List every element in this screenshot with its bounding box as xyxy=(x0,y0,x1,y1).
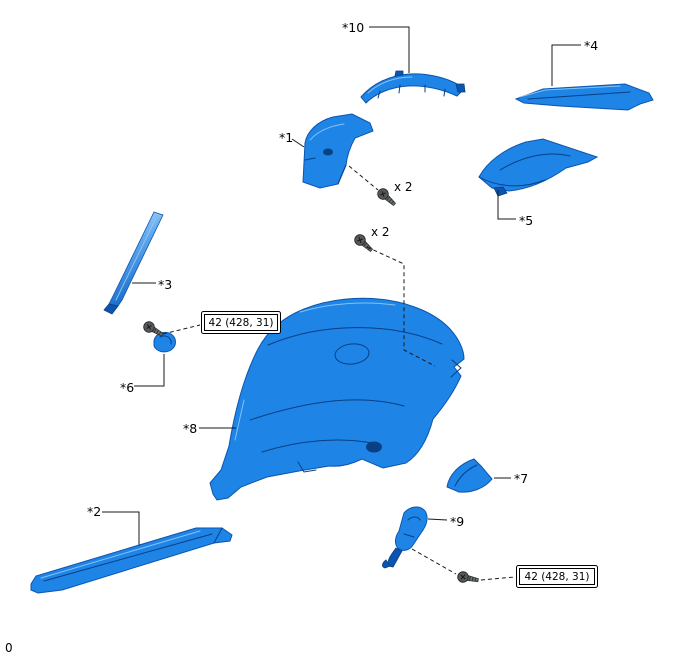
part-10-detail xyxy=(377,84,446,99)
callout-6: *6 xyxy=(120,380,134,395)
torque-box-inner xyxy=(204,314,278,331)
dashed-screw-1 xyxy=(348,165,379,191)
leader-6 xyxy=(134,354,165,387)
part-8-crease-top xyxy=(267,327,443,346)
leader-9 xyxy=(427,518,448,521)
part-9 xyxy=(382,506,428,569)
part-4-detail xyxy=(527,91,631,100)
part-8-highlight xyxy=(234,302,396,441)
part-1-highlight xyxy=(309,123,345,141)
part-6 xyxy=(153,331,176,353)
leader-lines xyxy=(102,26,581,545)
part-2-detail xyxy=(43,527,223,582)
dashed-screw-3 xyxy=(162,324,201,335)
part-2 xyxy=(30,527,233,594)
part-3 xyxy=(103,211,164,315)
part-8-oval xyxy=(334,343,370,365)
callout-4: *4 xyxy=(584,38,598,53)
part-9-slot xyxy=(403,516,421,538)
dashed-screw-4b xyxy=(480,576,516,581)
part-5-detail xyxy=(478,153,571,187)
part-1 xyxy=(302,113,374,189)
dashed-screw-4a xyxy=(411,548,457,575)
part-4-highlight xyxy=(519,85,621,98)
callout-10: *10 xyxy=(342,20,364,35)
part-8-crease-low xyxy=(261,439,373,453)
callout-7: *7 xyxy=(514,471,528,486)
part-10-shape xyxy=(360,73,465,104)
part-9-strap xyxy=(387,547,403,568)
callout-labels: *1 *2 *3 *4 *5 *6 *7 *8 *9 *10 xyxy=(87,20,598,529)
part-7-shape xyxy=(446,458,493,493)
part-9-shape xyxy=(395,506,428,551)
leader-10 xyxy=(369,26,410,73)
part-5 xyxy=(478,138,599,197)
leader-1 xyxy=(291,138,305,148)
part-5-clip xyxy=(493,186,508,197)
part-4-shape xyxy=(514,83,654,111)
part-8-tab xyxy=(297,461,317,473)
callout-5: *5 xyxy=(519,213,533,228)
torque-value: 42 (428, 31) xyxy=(209,317,274,329)
part-10-tab xyxy=(394,70,466,93)
part-10-highlight xyxy=(367,76,413,94)
leader-2 xyxy=(102,511,140,545)
part-5-shape xyxy=(478,138,599,192)
part-2-highlight xyxy=(40,530,201,579)
quantity-label: x 2 xyxy=(394,180,413,194)
torque-box-inner xyxy=(519,568,595,585)
leader-4 xyxy=(551,44,581,86)
part-9-foot xyxy=(382,559,391,569)
callout-9: *9 xyxy=(450,514,464,529)
torque-spec-box: 42 (428, 31) xyxy=(516,565,598,588)
part-8-shape xyxy=(209,297,465,501)
torque-spec-box: 42 (428, 31) xyxy=(201,311,281,334)
leader-5 xyxy=(497,190,516,220)
part-4 xyxy=(514,83,654,111)
quantity-label: x 2 xyxy=(371,225,390,239)
part-1-shape xyxy=(302,113,374,189)
callout-2: *2 xyxy=(87,504,101,519)
callout-3: *3 xyxy=(158,277,172,292)
part-7 xyxy=(446,458,493,493)
page-footer-mark: 0 xyxy=(5,641,13,655)
screw-icon xyxy=(456,570,480,586)
part-1-detail xyxy=(304,157,347,185)
callout-1: *1 xyxy=(279,130,293,145)
part-6-detail xyxy=(159,335,172,345)
part-8-notch xyxy=(450,359,462,378)
part-1-hole xyxy=(323,148,333,156)
part-6-shape xyxy=(153,331,176,353)
part-10 xyxy=(360,70,466,104)
part-2-shape xyxy=(30,527,233,594)
dashed-lines xyxy=(162,165,516,581)
torque-value: 42 (428, 31) xyxy=(525,571,590,583)
part-3-foot xyxy=(103,303,119,315)
part-3-highlight xyxy=(115,217,157,301)
part-8-crease-mid xyxy=(249,399,405,421)
part-7-detail xyxy=(454,464,478,487)
callout-8: *8 xyxy=(183,421,197,436)
part-8-hole xyxy=(366,441,382,453)
part-8 xyxy=(209,297,465,501)
